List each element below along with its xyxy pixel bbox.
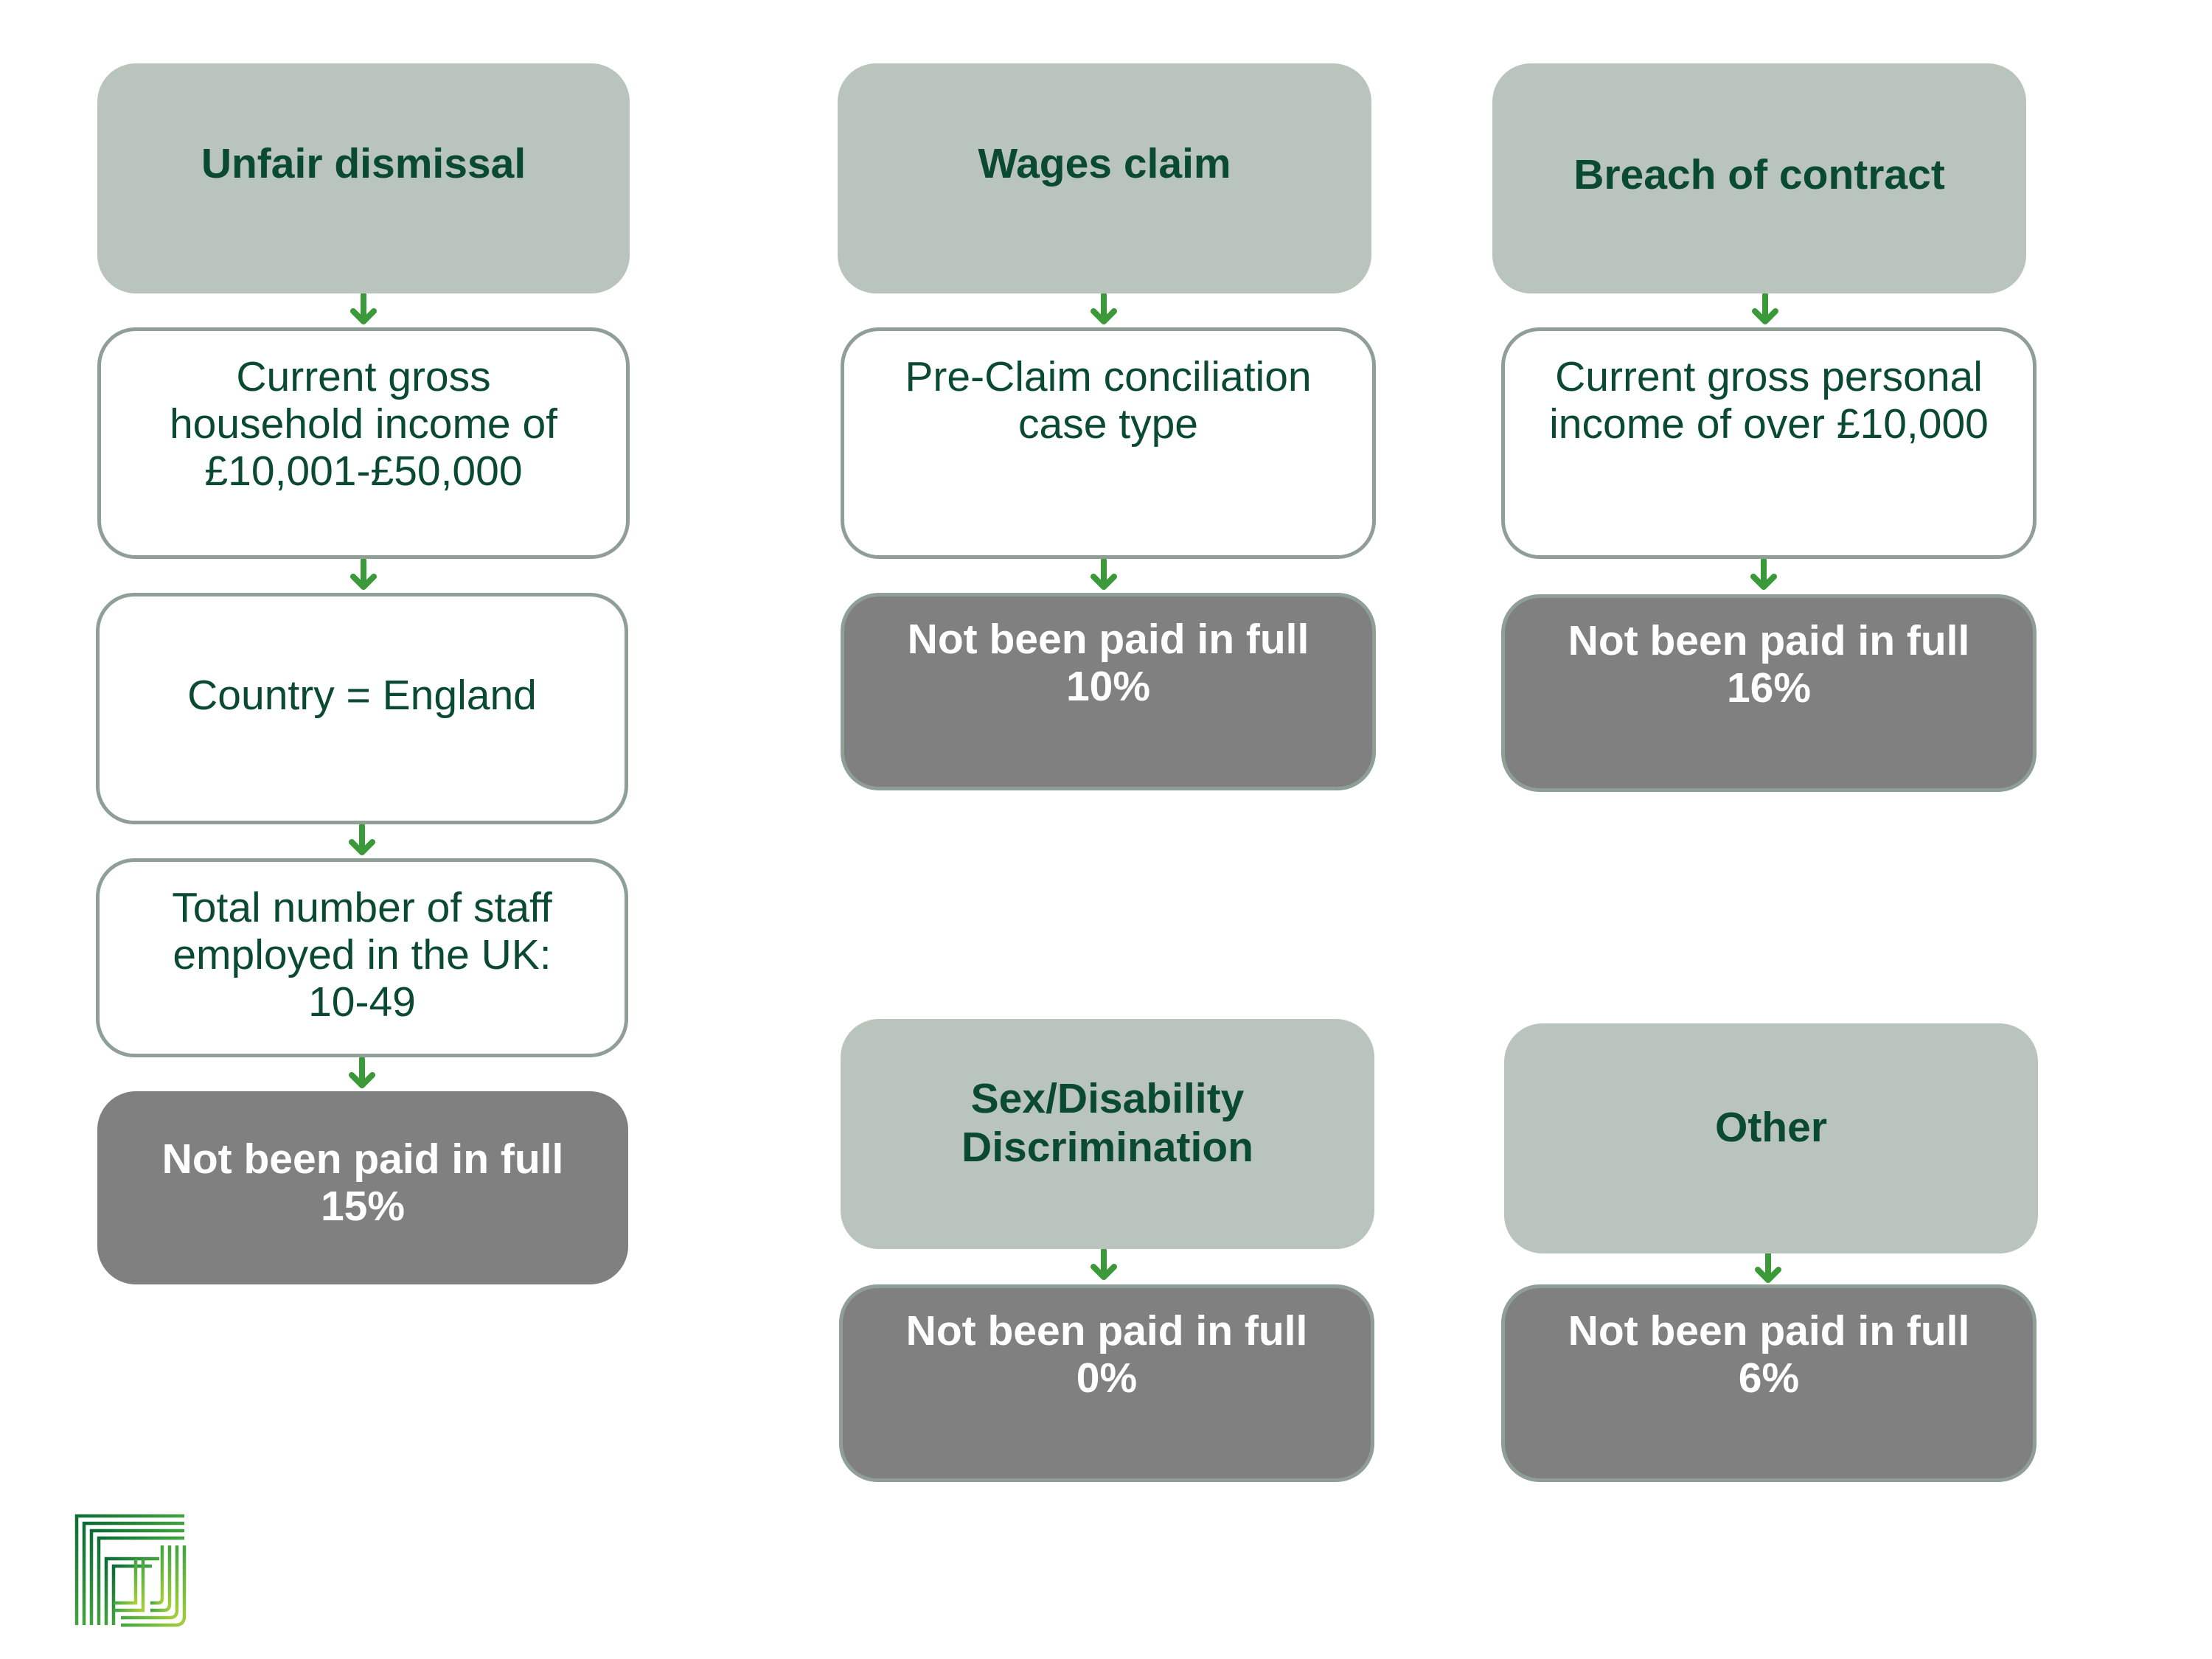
header-label: Sex/Disability (970, 1075, 1245, 1122)
arrow-icon (350, 557, 377, 590)
criterion-line: £10,001-£50,000 (204, 448, 523, 495)
arrow-icon (349, 823, 375, 855)
criterion-line: employed in the UK: (173, 931, 552, 978)
company-logo-icon (74, 1514, 187, 1627)
header-breach-of-contract: Breach of contract (1492, 63, 2026, 293)
arrow-icon (1091, 292, 1117, 324)
result-label: Not been paid in full (1568, 1307, 1970, 1354)
result-percentage: 6% (1738, 1354, 1800, 1402)
criterion-line: income of over £10,000 (1549, 400, 1989, 448)
criterion-line: Pre-Claim conciliation (905, 353, 1312, 400)
header-other: Other (1504, 1023, 2038, 1253)
header-label: Other (1714, 1104, 1828, 1151)
header-label: Wages claim (978, 140, 1231, 187)
criterion-pre-claim-conciliation: Pre-Claim conciliation case type (841, 327, 1376, 559)
header-wages-claim: Wages claim (838, 63, 1371, 293)
arrow-icon (1752, 292, 1778, 324)
criterion-line: Current gross (236, 353, 491, 400)
criterion-line: Current gross personal (1555, 353, 1983, 400)
criterion-line: 10-49 (308, 978, 416, 1026)
result-percentage: 16% (1726, 664, 1812, 712)
result-breach-of-contract: Not been paid in full 16% (1501, 594, 2037, 792)
header-label: Unfair dismissal (201, 140, 526, 187)
result-sex-disability-discrimination: Not been paid in full 0% (839, 1284, 1374, 1482)
criterion-line: household income of (169, 400, 558, 448)
criterion-line: Total number of staff (172, 884, 552, 931)
result-wages-claim: Not been paid in full 10% (841, 593, 1376, 790)
arrow-icon (1091, 557, 1117, 590)
arrow-icon (349, 1056, 375, 1088)
criterion-country: Country = England (96, 593, 628, 824)
criterion-personal-income: Current gross personal income of over £1… (1501, 327, 2037, 559)
result-percentage: 10% (1065, 663, 1151, 710)
criterion-line: Country = England (187, 672, 537, 719)
arrow-icon (1750, 557, 1777, 590)
header-label: Discrimination (961, 1124, 1253, 1171)
result-label: Not been paid in full (1568, 617, 1970, 664)
result-label: Not been paid in full (907, 616, 1310, 663)
result-unfair-dismissal: Not been paid in full 15% (97, 1091, 628, 1284)
arrow-icon (350, 292, 377, 324)
result-label: Not been paid in full (161, 1135, 564, 1183)
header-label: Breach of contract (1573, 151, 1945, 198)
header-unfair-dismissal: Unfair dismissal (97, 63, 630, 293)
criterion-household-income: Current gross household income of £10,00… (97, 327, 630, 559)
result-percentage: 0% (1076, 1354, 1138, 1402)
arrow-icon (1755, 1251, 1781, 1283)
criterion-staff-count: Total number of staff employed in the UK… (96, 858, 628, 1057)
result-percentage: 15% (320, 1183, 406, 1230)
header-sex-disability-discrimination: Sex/Disability Discrimination (841, 1019, 1374, 1249)
result-label: Not been paid in full (905, 1307, 1308, 1354)
arrow-icon (1091, 1248, 1117, 1280)
criterion-line: case type (1018, 400, 1198, 448)
result-other: Not been paid in full 6% (1501, 1284, 2037, 1482)
